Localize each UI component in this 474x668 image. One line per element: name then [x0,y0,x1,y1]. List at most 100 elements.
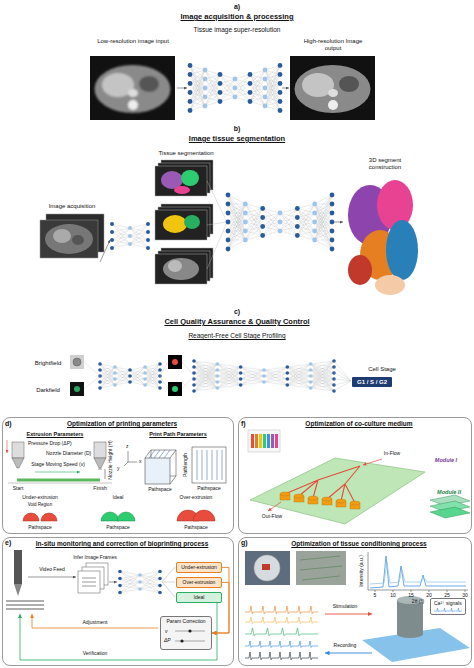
network-link [140,586,160,590]
network-link [145,364,160,385]
network-link [280,222,297,236]
flow-line [207,181,227,222]
image-caption: 3D segment construction [354,157,416,171]
network-link [287,364,310,385]
network-link [287,385,310,388]
axes [128,451,129,462]
subtitle: Tissue image super-resolution [194,26,281,33]
scan-stack [45,224,93,254]
axis-label: x [139,459,142,465]
network-neuron [110,238,114,242]
panel-letter: b) [234,125,241,133]
network-link [280,209,297,214]
network-link [228,204,245,249]
print-pen [6,550,44,609]
flow-arrow [177,88,187,89]
network-neuron [263,86,268,91]
network-link [263,209,280,214]
extruded-filament [8,483,112,484]
microfluidic-chip [250,458,425,524]
network-link [205,84,220,107]
spectrum-plot [370,562,466,584]
node-text: Ideal [179,595,219,601]
microfluidic-chip [336,499,346,503]
network-link [315,240,332,241]
case-label: Under-extrusion [22,495,58,501]
ct-scan-low-res [95,65,171,113]
video-frames [82,578,96,586]
microfluidic-chip [280,492,360,509]
segmentation-stack [155,166,207,196]
network-link [315,195,332,213]
network-neuron [330,238,335,243]
network-link [245,236,262,241]
network-link [205,75,220,98]
cell-image [172,359,178,365]
network-link [334,381,351,391]
axis-label: z [126,444,129,450]
network-link [115,370,130,385]
network-link [264,382,287,385]
network-neuron [192,365,196,369]
subsection-title: Extrusion Parameters [27,431,84,437]
class-box: Over-extrusion [176,577,222,588]
network-neuron [146,238,150,242]
flow-label: Infer Image Frames [73,555,117,561]
video-frames [78,563,108,593]
network-neuron [128,374,132,378]
network-link [228,204,245,240]
network-link [297,231,314,236]
network-neuron [278,63,283,68]
scan-stack [40,220,98,258]
network-link [280,213,297,236]
network-neuron [278,81,283,86]
network-link [228,204,245,213]
network-link [315,222,332,240]
panel-letter: c) [234,308,240,316]
param-panel [160,616,212,650]
print-pen [14,584,22,596]
stimulation-arrows [325,614,372,615]
stimulation-device [362,628,470,662]
network-neuron [262,368,266,372]
network-link [130,370,145,385]
network-link [160,376,168,389]
network-link [315,213,332,249]
petri-photo [245,551,290,585]
dimension-label: Pathlength [183,453,189,477]
microfluidic-chip [250,458,425,524]
network-link [217,367,240,388]
feedback-loop [32,614,158,628]
ct-scan-low-res [95,65,171,113]
video-frames [78,571,100,593]
network-link [287,364,310,379]
subtitle: Reagent-Free Cell Stage Profiling [188,332,285,339]
panel-letter: e) [5,539,11,547]
network-link [112,236,130,248]
network-neuron [263,68,268,73]
network-neuron [248,81,253,86]
network-link [280,218,297,232]
network-link [100,385,115,388]
network-link [297,209,314,241]
panel: Optimization of printing parameters [2,417,234,534]
network-link [287,382,310,385]
parameter-label: Pressure Drop (ΔP) [28,441,72,447]
tube-inset [248,430,280,452]
network-link [228,204,245,222]
flow-arrow [28,577,76,578]
network-neuron [330,193,335,198]
network-neuron [158,577,162,581]
network-link [263,231,280,236]
network-link [315,195,332,240]
network-link [250,70,265,93]
tube-inset [251,434,254,448]
network-neuron [243,238,248,243]
signal-trace [245,606,318,614]
network-link [245,209,262,214]
position-label: Start [13,486,24,492]
neural-network [226,193,335,252]
network-link [112,228,130,232]
